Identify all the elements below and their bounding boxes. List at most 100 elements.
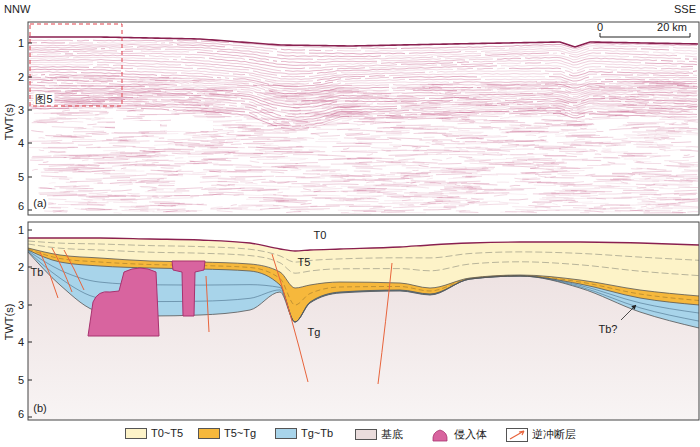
seismic-reflector [608, 162, 616, 163]
seismic-reflector [257, 81, 276, 82]
seismic-reflector [567, 124, 594, 125]
seismic-reflector [420, 114, 448, 116]
seismic-reflector [255, 149, 292, 150]
seismic-reflector [573, 193, 597, 194]
seismic-reflector [389, 145, 429, 146]
seismic-reflector [51, 137, 77, 138]
seismic-reflector [541, 119, 563, 121]
seismic-reflector [481, 142, 498, 143]
seismic-reflector [146, 173, 183, 175]
seismic-reflector [485, 110, 502, 111]
seismic-reflector [357, 192, 380, 193]
seismic-reflector [130, 178, 167, 179]
seismic-reflector [75, 81, 112, 82]
seismic-reflector [30, 85, 58, 87]
seismic-reflector [341, 175, 373, 176]
seismic-reflector [573, 185, 611, 187]
seismic-reflector [440, 193, 476, 194]
seismic-reflector [234, 194, 244, 196]
seismic-reflector [174, 163, 207, 164]
seismic-reflector [454, 128, 493, 130]
seismic-reflector [197, 90, 224, 91]
seismic-reflector [61, 82, 73, 84]
seismic-reflector [267, 83, 300, 84]
seismic-reflector [549, 77, 589, 81]
seismic-reflector [111, 97, 127, 98]
seismic-reflector [437, 55, 481, 57]
seismic-reflector [32, 169, 38, 170]
seismic-reflector [423, 87, 430, 88]
seismic-reflector [265, 90, 273, 91]
seismic-reflector [599, 143, 631, 144]
seismic-reflector [398, 159, 414, 160]
seismic-reflector [175, 157, 183, 158]
seismic-reflector [54, 185, 76, 187]
seismic-reflector [646, 130, 675, 132]
seismic-reflector [682, 171, 698, 173]
seismic-reflector [39, 137, 45, 139]
seismic-reflector [687, 129, 698, 131]
seismic-reflector [277, 52, 305, 53]
seismic-reflector [341, 69, 453, 73]
seismic-reflector [583, 99, 614, 100]
seismic-reflector [224, 153, 230, 155]
seismic-reflector [571, 142, 611, 143]
seismic-reflector [218, 130, 234, 131]
seismic-reflector [59, 114, 98, 116]
seismic-reflector [123, 117, 142, 119]
seismic-reflector [201, 188, 240, 190]
seismic-reflector [32, 155, 51, 156]
seismic-reflector [558, 86, 570, 87]
seismic-reflector [598, 90, 629, 91]
seismic-reflector [293, 103, 310, 105]
seismic-reflector [461, 87, 486, 88]
seismic-reflector [666, 166, 690, 167]
seismic-reflector [401, 63, 453, 65]
seismic-reflector [559, 191, 577, 193]
seismic-reflector [637, 95, 654, 97]
seismic-reflector [648, 89, 671, 90]
seismic-reflector [238, 154, 268, 155]
seismic-reflector [421, 101, 501, 104]
seismic-reflector [436, 173, 472, 174]
seismic-reflector [141, 108, 169, 110]
seismic-reflector [286, 96, 299, 97]
seismic-reflector [408, 118, 443, 119]
seismic-reflector [562, 175, 593, 176]
seismic-reflector [520, 124, 531, 125]
seismic-reflector [670, 176, 698, 178]
seismic-reflector [511, 188, 536, 190]
seismic-reflector [254, 133, 289, 134]
seismic-reflector [686, 178, 698, 180]
seismic-reflector [669, 176, 684, 177]
seismic-reflector [521, 85, 558, 86]
seismic-reflector [74, 168, 112, 169]
seismic-reflector [453, 81, 537, 83]
seismic-reflector [555, 84, 586, 86]
seismic-reflector [134, 104, 166, 105]
seismic-reflector [668, 117, 676, 119]
seismic-reflector [525, 172, 538, 174]
seismic-reflector [201, 41, 229, 43]
seismic-reflector [444, 147, 480, 149]
seismic-reflector [561, 129, 577, 131]
seismic-reflector [150, 79, 168, 81]
seismic-reflector [679, 182, 692, 184]
seismic-reflector [539, 106, 549, 108]
seismic-reflector [420, 84, 434, 86]
seismic-reflector [117, 180, 137, 181]
seismic-reflector [313, 188, 342, 190]
seismic-reflector [139, 85, 159, 87]
seismic-reflector [622, 141, 654, 142]
seismic-reflector [263, 194, 276, 195]
seismic-reflector [487, 150, 510, 152]
seismic-reflector [284, 88, 307, 90]
seismic-reflector [322, 186, 336, 188]
seismic-reflector [625, 175, 633, 176]
seismic-reflector [266, 156, 287, 157]
seismic-reflector [562, 160, 601, 161]
seismic-reflector [577, 67, 601, 71]
seismic-reflector [93, 67, 133, 69]
seismic-reflector [38, 164, 74, 165]
seismic-reflector [337, 79, 405, 81]
